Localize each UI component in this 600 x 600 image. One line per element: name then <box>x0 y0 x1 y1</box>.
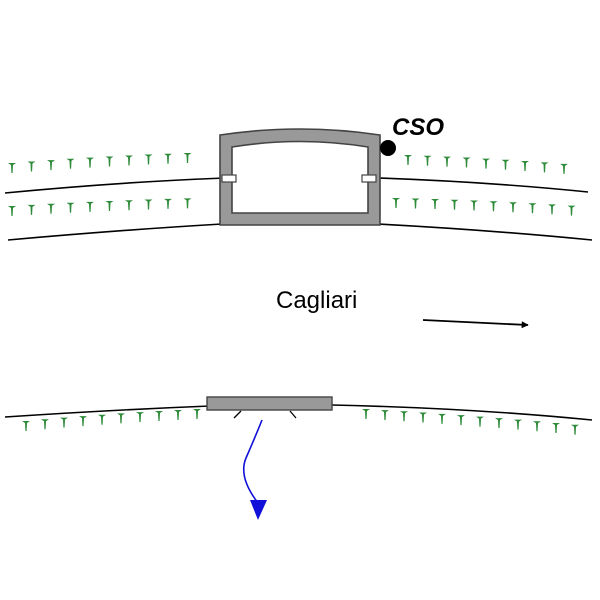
drainage-arrowhead <box>250 500 267 520</box>
drainage-arrow <box>242 419 263 504</box>
grass-tuft <box>528 203 537 214</box>
lower-track-line-right <box>331 404 593 421</box>
grass-tuft <box>98 414 106 425</box>
grass-tuft <box>47 203 55 214</box>
grass-tuft <box>533 421 541 432</box>
grass-tuft <box>567 205 576 216</box>
grass-tuft <box>86 201 94 212</box>
grass-tuft <box>560 163 568 174</box>
upper-track-line-left-bottom <box>7 223 223 241</box>
direction-arrow <box>422 319 529 329</box>
grass-tuft <box>155 411 163 422</box>
grass-tuft <box>105 200 114 211</box>
grass-tuft <box>443 156 451 167</box>
vegetation-lower <box>22 409 579 435</box>
vegetation-upper <box>8 153 576 216</box>
platform-tick-left <box>233 410 242 419</box>
grass-tuft <box>105 156 114 167</box>
grass-tuft <box>144 199 153 210</box>
grass-tuft <box>495 418 503 429</box>
grass-tuft <box>27 204 36 215</box>
grass-tuft <box>164 198 172 209</box>
grass-tuft <box>47 160 55 171</box>
grass-tuft <box>514 419 522 430</box>
grass-tuft <box>489 201 498 212</box>
grass-tuft <box>431 199 439 210</box>
grass-tuft <box>60 417 68 428</box>
grass-tuft <box>381 410 389 421</box>
grass-tuft <box>450 199 459 210</box>
upper-section: CSO <box>4 114 593 241</box>
grass-tuft <box>193 409 201 420</box>
grass-tuft <box>392 198 400 208</box>
grass-tuft <box>482 158 490 169</box>
grass-tuft <box>66 202 75 213</box>
grass-tuft <box>27 161 36 172</box>
platform-tick-right <box>289 410 297 419</box>
station-rail-slot-right <box>361 174 377 183</box>
grass-tuft <box>8 206 16 216</box>
direction-indicator: Cagliari <box>276 287 529 329</box>
grass-tuft <box>144 154 153 165</box>
grass-tuft <box>66 158 75 169</box>
grass-tuft <box>86 157 94 168</box>
grass-tuft <box>183 198 192 209</box>
station-rail-slot-left <box>221 174 237 183</box>
grass-tuft <box>419 412 427 423</box>
grass-tuft <box>540 162 549 173</box>
direction-label: Cagliari <box>276 287 357 314</box>
grass-tuft <box>509 202 517 213</box>
lower-section <box>4 396 593 520</box>
grass-tuft <box>174 409 182 420</box>
grass-tuft <box>183 153 192 164</box>
grass-tuft <box>548 204 556 215</box>
grass-tuft <box>79 416 87 427</box>
grass-tuft <box>404 155 412 165</box>
grass-tuft <box>362 409 370 419</box>
lower-track-line-left <box>4 405 211 418</box>
grass-tuft <box>164 153 172 164</box>
grass-tuft <box>8 163 16 173</box>
grass-tuft <box>476 416 484 427</box>
grass-tuft <box>462 157 471 168</box>
upper-track-line-left-top <box>4 177 226 194</box>
grass-tuft <box>571 424 579 435</box>
grass-tuft <box>400 411 408 422</box>
grass-tuft <box>41 419 49 430</box>
cso-marker <box>380 140 396 156</box>
grass-tuft <box>457 415 465 426</box>
grass-tuft <box>423 155 432 166</box>
grass-tuft <box>125 200 133 211</box>
grass-tuft <box>22 421 30 431</box>
station-structure <box>219 128 381 226</box>
grass-tuft <box>470 200 478 211</box>
upper-track-line-right-bottom <box>377 223 593 241</box>
grass-tuft <box>411 198 420 209</box>
platform-block <box>206 396 333 411</box>
grass-tuft <box>552 422 560 433</box>
grass-tuft <box>136 412 144 423</box>
grass-tuft <box>438 413 446 424</box>
grass-tuft <box>521 161 529 172</box>
grass-tuft <box>117 413 125 424</box>
grass-tuft <box>125 155 133 166</box>
cso-label: CSO <box>392 114 444 141</box>
grass-tuft <box>501 159 510 170</box>
upper-track-line-right-top <box>377 177 589 193</box>
